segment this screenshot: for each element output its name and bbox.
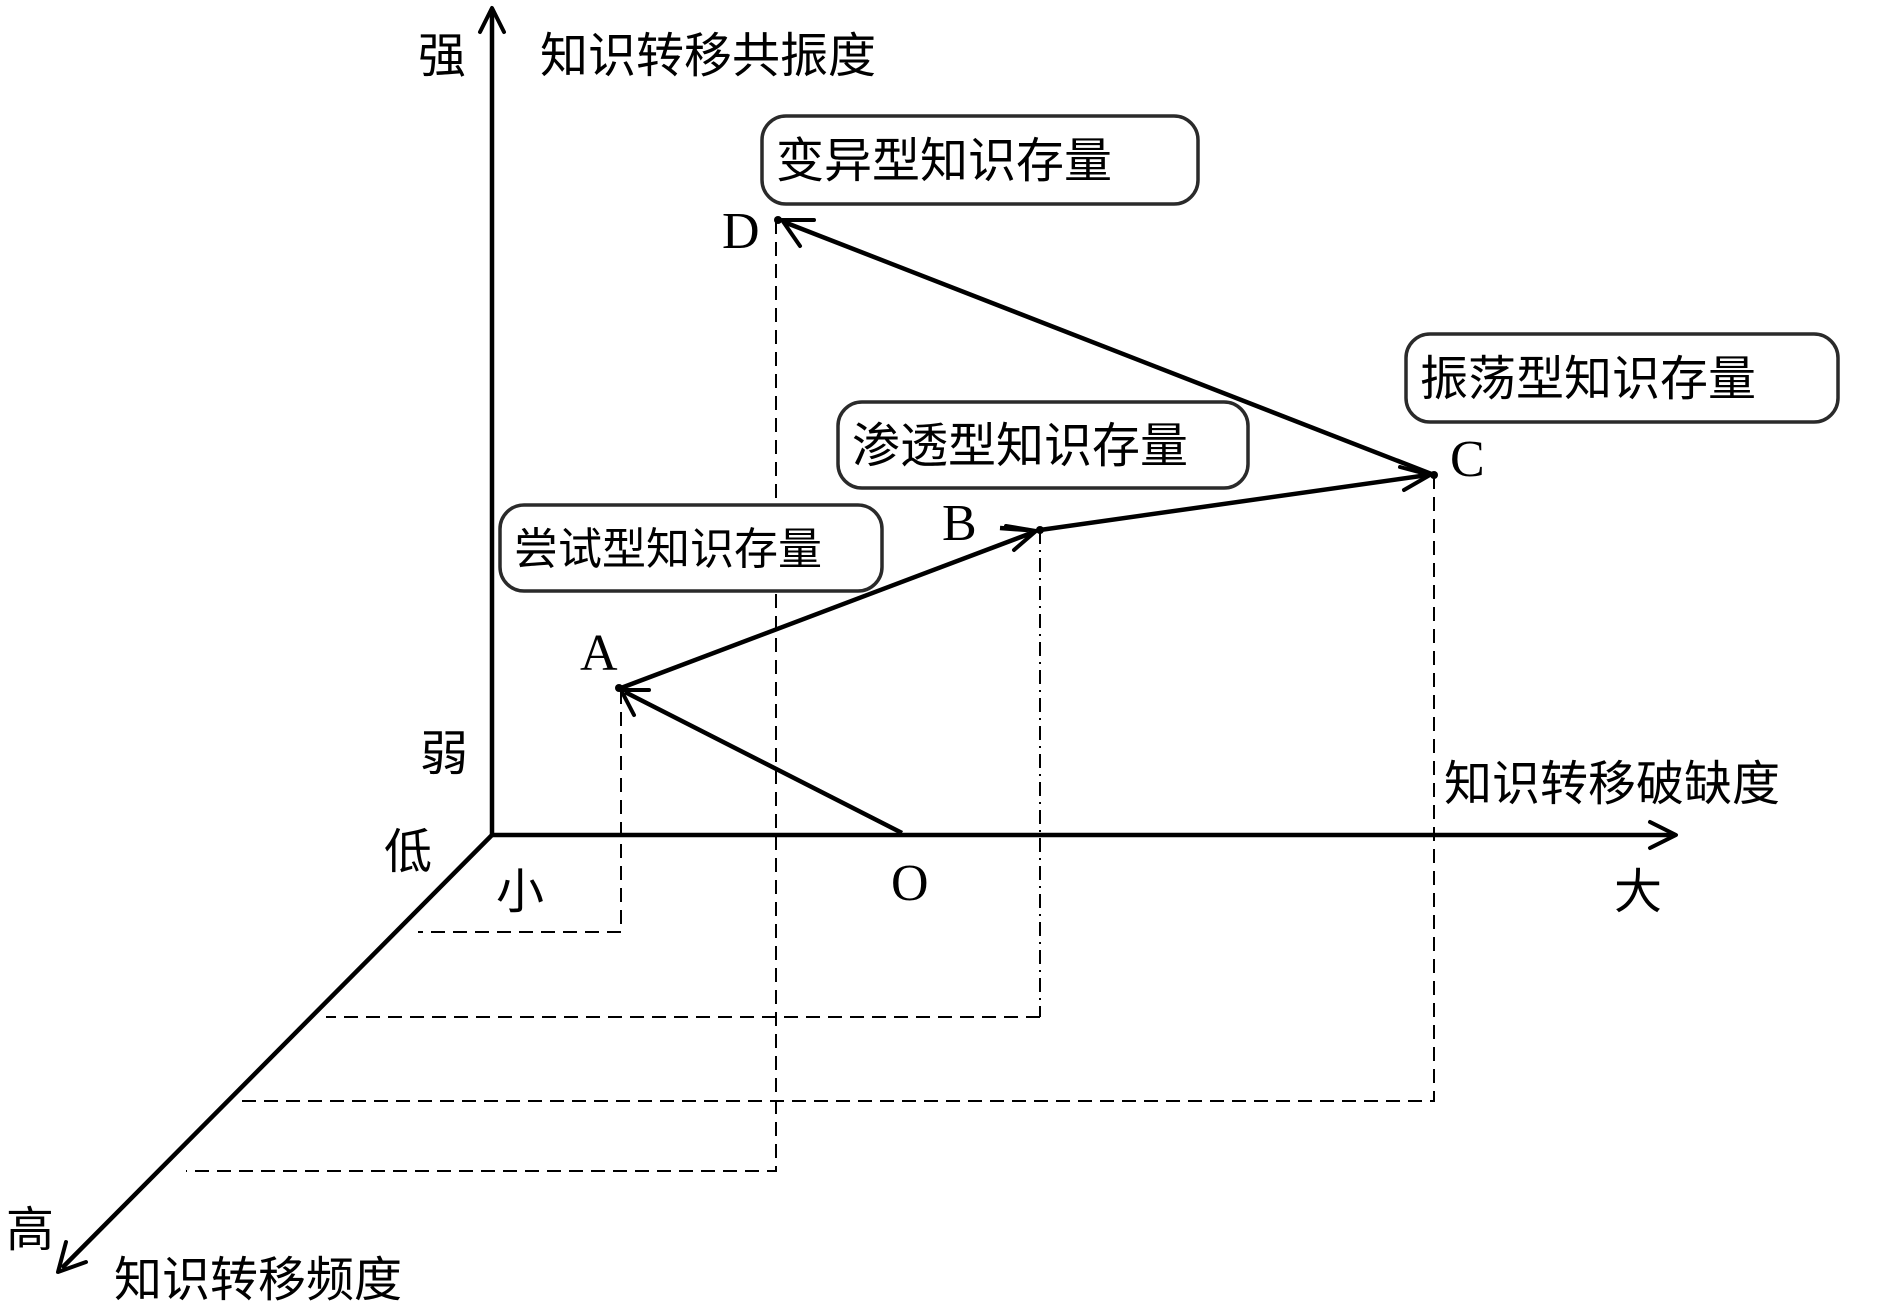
depth-axis-title: 知识转移频度 bbox=[114, 1252, 402, 1305]
point-c-dot bbox=[1430, 471, 1438, 479]
path-c-to-d bbox=[783, 219, 1435, 478]
box-trial-stock-frame bbox=[498, 503, 884, 593]
projection-c bbox=[241, 475, 1435, 1102]
path-a-to-b bbox=[620, 529, 1035, 691]
b-marker-line bbox=[999, 525, 1029, 533]
projection-d bbox=[186, 220, 777, 1172]
box-variation-stock-text: 变异型知识存量 bbox=[776, 133, 1112, 189]
vertical-axis-title: 知识转移共振度 bbox=[540, 28, 876, 84]
horizontal-axis-high-label: 大 bbox=[1614, 864, 1662, 920]
box-trial-stock-text: 尝试型知识存量 bbox=[514, 524, 822, 575]
axes bbox=[56, 6, 1678, 1274]
point-c-label: C bbox=[1450, 431, 1485, 488]
point-a-dot bbox=[615, 684, 623, 692]
projection-lines bbox=[186, 220, 1435, 1172]
point-d-label: D bbox=[722, 203, 760, 260]
depth-axis bbox=[60, 833, 494, 1270]
vertical-axis-arrowhead bbox=[478, 6, 506, 34]
depth-axis-low-label: 低 bbox=[384, 824, 432, 880]
point-labels: O A B C D bbox=[580, 203, 1485, 912]
box-variation-stock-frame bbox=[760, 114, 1200, 206]
box-oscillation-stock-frame bbox=[1404, 332, 1840, 424]
box-penetration-stock-frame bbox=[836, 400, 1250, 490]
box-penetration-stock-text: 渗透型知识存量 bbox=[852, 418, 1188, 474]
path-b-to-c bbox=[1039, 472, 1429, 533]
box-trial-stock: 尝试型知识存量 bbox=[498, 503, 884, 593]
horizontal-axis-low-label: 小 bbox=[496, 864, 544, 920]
horizontal-axis-arrowhead bbox=[1648, 820, 1678, 850]
origin-label: O bbox=[891, 855, 929, 912]
point-markers bbox=[615, 216, 1438, 692]
point-b-dot bbox=[1036, 526, 1044, 534]
projection-a bbox=[418, 690, 622, 933]
path-o-to-a bbox=[623, 689, 904, 836]
box-penetration-stock: 渗透型知识存量 bbox=[836, 400, 1250, 490]
vertical-axis-low-label: 弱 bbox=[420, 726, 468, 782]
point-a-label: A bbox=[580, 625, 618, 682]
depth-axis-arrowhead bbox=[56, 1240, 88, 1274]
point-b-label: B bbox=[942, 495, 977, 552]
point-d-dot bbox=[774, 216, 782, 224]
box-oscillation-stock-text: 振荡型知识存量 bbox=[1420, 351, 1756, 407]
box-oscillation-stock: 振荡型知识存量 bbox=[1404, 332, 1840, 424]
depth-axis-high-label: 高 bbox=[6, 1202, 54, 1258]
box-variation-stock: 变异型知识存量 bbox=[760, 114, 1200, 206]
horizontal-axis-title: 知识转移破缺度 bbox=[1444, 756, 1780, 812]
stock-boxes: 尝试型知识存量 渗透型知识存量 振荡型知识存量 变异型知识存量 bbox=[498, 114, 1840, 593]
axis-labels: 知识转移共振度 强 弱 知识转移破缺度 小 大 知识转移频度 低 高 bbox=[6, 28, 1780, 1305]
vertical-axis-high-label: 强 bbox=[418, 28, 466, 84]
